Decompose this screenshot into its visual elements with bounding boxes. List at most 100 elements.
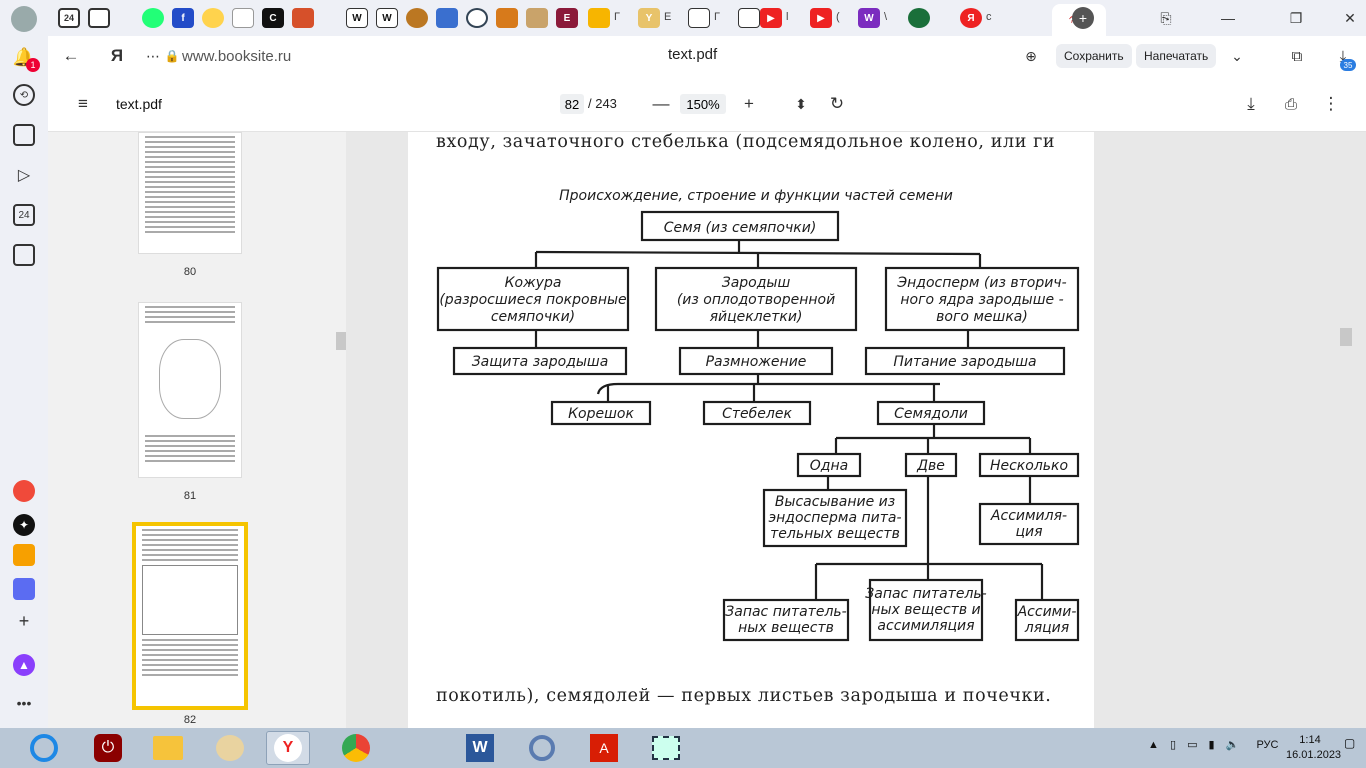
chrome-icon[interactable] [334, 731, 378, 765]
rotate-icon[interactable]: ↻ [829, 94, 845, 113]
assistant-icon[interactable]: ▲ [13, 654, 35, 676]
tab-site-1[interactable] [142, 8, 164, 28]
downloads-icon[interactable]: ⤓ [1339, 47, 1347, 65]
diagram-title: Происхождение, строение и функции частей… [559, 188, 953, 204]
print-pdf-icon[interactable]: ⎙ [1284, 95, 1297, 113]
ie-icon[interactable] [22, 731, 66, 765]
play-icon[interactable]: ▷ [17, 167, 31, 184]
news-icon[interactable]: 24 [13, 204, 35, 226]
yandex-browser-icon[interactable]: Y [266, 731, 310, 765]
function-nutrition: Питание зародыша [893, 354, 1036, 370]
tab-site-15[interactable] [738, 8, 760, 28]
menu-icon[interactable]: ≡ [78, 94, 88, 113]
tab-wiki-2[interactable]: W [376, 8, 398, 28]
more-icon[interactable]: ••• [16, 695, 32, 711]
thumbnail-scrollbar[interactable] [336, 332, 346, 350]
tab-site-10[interactable] [496, 8, 518, 28]
clock[interactable]: 1:14 16.01.2023 [1286, 733, 1341, 763]
power-app-icon[interactable]: ⏻ [86, 731, 130, 765]
tab-new-window[interactable] [88, 8, 110, 28]
word-icon[interactable]: W [458, 731, 502, 765]
restore-button[interactable]: ❐ [1289, 9, 1303, 26]
tab-site-6[interactable] [292, 8, 314, 28]
thumbnail-page-80[interactable] [138, 132, 242, 254]
function-protect: Защита зародыша [472, 354, 609, 370]
alice-icon[interactable]: ✦ [13, 514, 35, 536]
tab-site-5[interactable]: C [262, 8, 284, 28]
page-title: text.pdf [668, 46, 718, 63]
bookmarks-icon[interactable]: ⧉ [1291, 47, 1303, 65]
tab-youtube-1[interactable]: ▶ [760, 8, 782, 28]
tabs-panel-icon[interactable]: ⎘ [1160, 9, 1172, 26]
history-icon[interactable]: ⟲ [13, 84, 35, 106]
url-field[interactable]: www.booksite.ru [182, 47, 292, 65]
market-icon[interactable] [13, 544, 35, 566]
tray-icon[interactable]: ▯ [1169, 739, 1177, 751]
minimize-button[interactable]: — [1221, 10, 1235, 26]
tab-site-12[interactable]: E [556, 8, 578, 28]
tab-site-17[interactable] [908, 8, 930, 28]
notifications-icon[interactable]: ▢ [1344, 736, 1356, 750]
tab-site-13[interactable]: Y [638, 8, 660, 28]
print-button[interactable]: Напечатать [1136, 44, 1217, 68]
tab-site-2[interactable]: f [172, 8, 194, 28]
collections-icon[interactable] [13, 124, 35, 146]
image-icon[interactable] [13, 244, 35, 266]
profile-avatar[interactable] [11, 6, 37, 32]
tab-site-16[interactable]: W [858, 8, 880, 28]
tab-news[interactable]: 24 [58, 8, 80, 28]
yandex-logo-icon[interactable]: Я [110, 46, 124, 65]
snipping-tool-icon[interactable] [644, 731, 688, 765]
tab-site-7[interactable] [406, 8, 428, 28]
messenger-icon[interactable] [13, 578, 35, 600]
more-options-icon[interactable]: ⋮ [1322, 94, 1340, 113]
viewer-scroll-thumb[interactable] [1340, 328, 1352, 346]
page-text-top: входу, зачаточного стебелька (подсемядол… [436, 132, 1056, 152]
close-window-button[interactable]: ✕ [1344, 9, 1356, 26]
save-button[interactable]: Сохранить [1056, 44, 1132, 68]
thumbnail-page-82-selected[interactable] [132, 522, 248, 710]
page-number-input[interactable]: 82 [560, 94, 584, 114]
fit-page-icon[interactable]: ⬍ [795, 95, 807, 112]
tab-site-4[interactable] [232, 8, 254, 28]
translate-icon[interactable]: ⊕ [1025, 47, 1037, 64]
chevron-up-icon[interactable]: ▲ [1148, 739, 1159, 751]
thumbnail-page-81[interactable] [138, 302, 242, 478]
paint-icon[interactable] [208, 731, 252, 765]
tab-site-8[interactable] [436, 8, 458, 28]
one-func-line3: тельных веществ [770, 526, 900, 542]
language-indicator[interactable]: РУС [1256, 739, 1279, 751]
lock-icon: 🔒 [164, 49, 180, 63]
zoom-level-input[interactable]: 150% [680, 94, 726, 114]
thumbnail-pane: 80 81 82 [48, 132, 346, 728]
explorer-icon[interactable] [146, 731, 190, 765]
acrobat-icon[interactable]: A [582, 731, 626, 765]
embryo-line3: яйцеклетки) [710, 309, 803, 325]
download-pdf-icon[interactable]: ⤓ [1247, 94, 1255, 113]
system-tray: ▲ ▯ ▭ ▮ 🔈 РУС [1148, 738, 1278, 751]
zoom-in-button[interactable]: + [744, 94, 754, 113]
tab-youtube-2[interactable]: ▶ [810, 8, 832, 28]
tab-yandex[interactable]: Я [960, 8, 982, 28]
box-endosperm [884, 266, 1080, 332]
back-button[interactable]: ← [62, 46, 80, 65]
tab-site-11[interactable] [526, 8, 548, 28]
tab-mail[interactable] [588, 8, 610, 28]
volume-icon[interactable]: 🔈 [1225, 739, 1240, 751]
battery-icon[interactable]: ▭ [1187, 739, 1198, 751]
new-tab-button[interactable]: + [1072, 7, 1094, 29]
maps-icon[interactable] [13, 480, 35, 502]
tab-site-14[interactable] [688, 8, 710, 28]
search-app-icon[interactable] [520, 731, 564, 765]
add-icon[interactable]: + [18, 610, 30, 631]
zoom-out-button[interactable]: — [652, 94, 670, 113]
tab-site-3[interactable] [202, 8, 224, 28]
chevron-down-icon[interactable]: ⌄ [1231, 47, 1243, 64]
tab-yandex-title: с [986, 11, 992, 23]
share-icon[interactable]: ⋯ [146, 47, 160, 64]
two-func1-line1: Запас питатель- [725, 604, 846, 620]
network-icon[interactable]: ▮ [1208, 739, 1215, 751]
tab-wiki-1[interactable]: W [346, 8, 368, 28]
tab-site-9[interactable] [466, 8, 488, 28]
box-root-label: Семя (из семяпочки) [664, 220, 817, 236]
